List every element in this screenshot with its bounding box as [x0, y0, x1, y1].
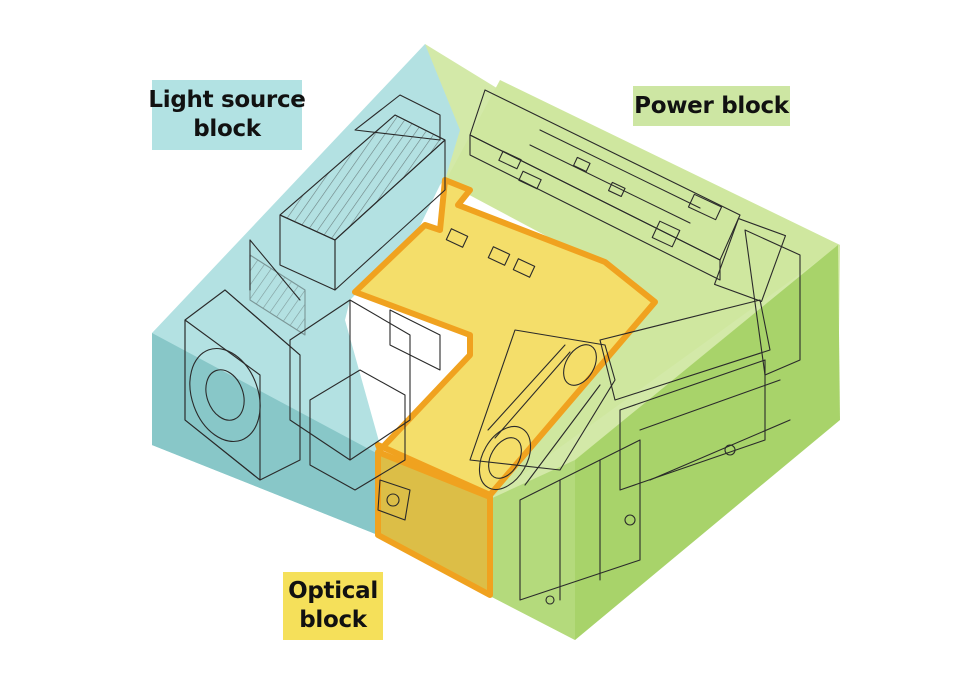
- heatsink: [249, 94, 446, 336]
- light-source-block-label: Light source block: [148, 80, 306, 150]
- optical-block-label: Optical block: [283, 572, 383, 640]
- power-board: [469, 89, 801, 376]
- projection-lens: [469, 329, 616, 490]
- dmd-housing: [289, 299, 441, 521]
- connectors: [445, 228, 536, 278]
- cooling-fan: [184, 289, 301, 481]
- power-label-text: Power block: [634, 92, 789, 119]
- light-source-label-line2: block: [193, 116, 261, 142]
- optical-block: [352, 177, 658, 598]
- machine-line-art: [184, 89, 801, 605]
- light-source-label-line1: Light source: [148, 87, 306, 113]
- power-block-label: Power block: [633, 86, 790, 126]
- optical-label-line2: block: [299, 607, 367, 633]
- optical-label-line1: Optical: [288, 578, 378, 604]
- chassis-frame: [519, 299, 791, 605]
